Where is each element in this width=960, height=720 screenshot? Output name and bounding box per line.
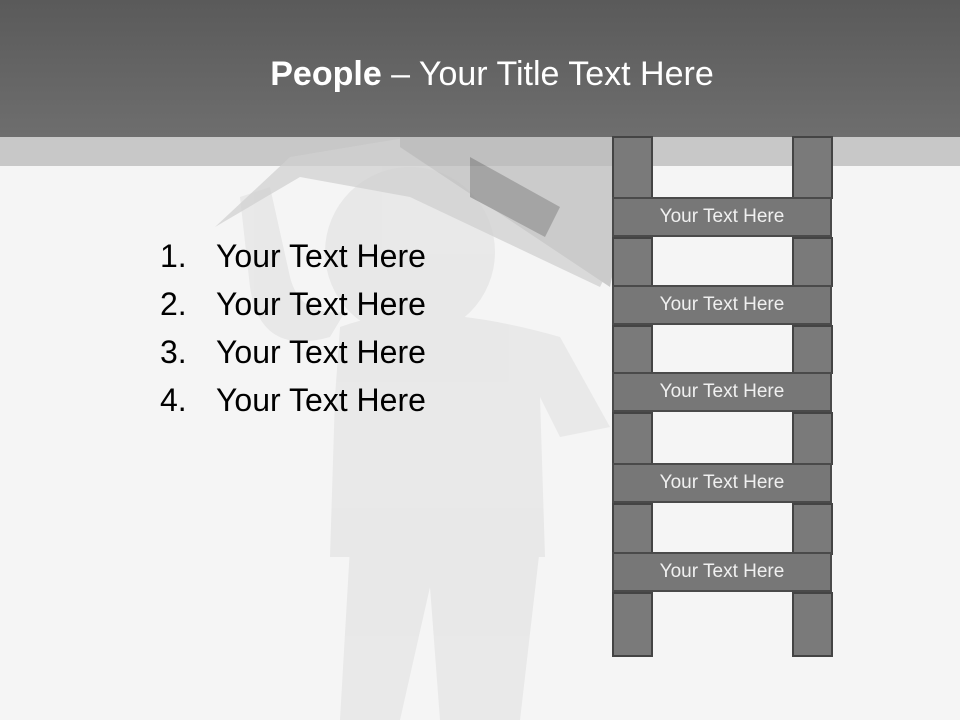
slide-title: People – Your Title Text Here [0, 50, 960, 98]
ladder-rail-right [792, 237, 833, 287]
ladder-rail-left [612, 237, 653, 287]
ladder-rail-left [612, 325, 653, 374]
ladder-rung-2: Your Text Here [612, 285, 832, 325]
ladder-rail-right [792, 136, 833, 199]
list-item-text: Your Text Here [216, 286, 426, 322]
ladder-rail-left [612, 592, 653, 657]
list-item: 1. Your Text Here [160, 232, 426, 280]
list-item: 4. Your Text Here [160, 376, 426, 424]
list-item: 2. Your Text Here [160, 280, 426, 328]
ladder-rung-3: Your Text Here [612, 372, 832, 412]
list-item-number: 3. [160, 334, 187, 370]
list-item: 3. Your Text Here [160, 328, 426, 376]
title-bar [0, 0, 960, 137]
title-rest: – Your Title Text Here [381, 55, 714, 93]
ladder-rung-1: Your Text Here [612, 197, 832, 237]
ladder-rung-5: Your Text Here [612, 552, 832, 592]
list-item-number: 2. [160, 286, 187, 322]
ladder-rail-left [612, 412, 653, 465]
ladder-rail-right [792, 592, 833, 657]
ladder-rung-4: Your Text Here [612, 463, 832, 503]
ladder-rail-left [612, 503, 653, 555]
ladder-rail-right [792, 503, 833, 555]
list-item-text: Your Text Here [216, 238, 426, 274]
numbered-list: 1. Your Text Here 2. Your Text Here 3. Your… [160, 232, 426, 424]
ladder-rail-right [792, 412, 833, 465]
list-item-text: Your Text Here [216, 382, 426, 418]
list-item-number: 1. [160, 238, 187, 274]
list-item-text: Your Text Here [216, 334, 426, 370]
list-item-number: 4. [160, 382, 187, 418]
person-holding-newspaper-image [215, 137, 640, 720]
ladder-rail-right [792, 325, 833, 374]
title-bold: People [270, 55, 382, 93]
ladder-rail-left [612, 136, 653, 199]
